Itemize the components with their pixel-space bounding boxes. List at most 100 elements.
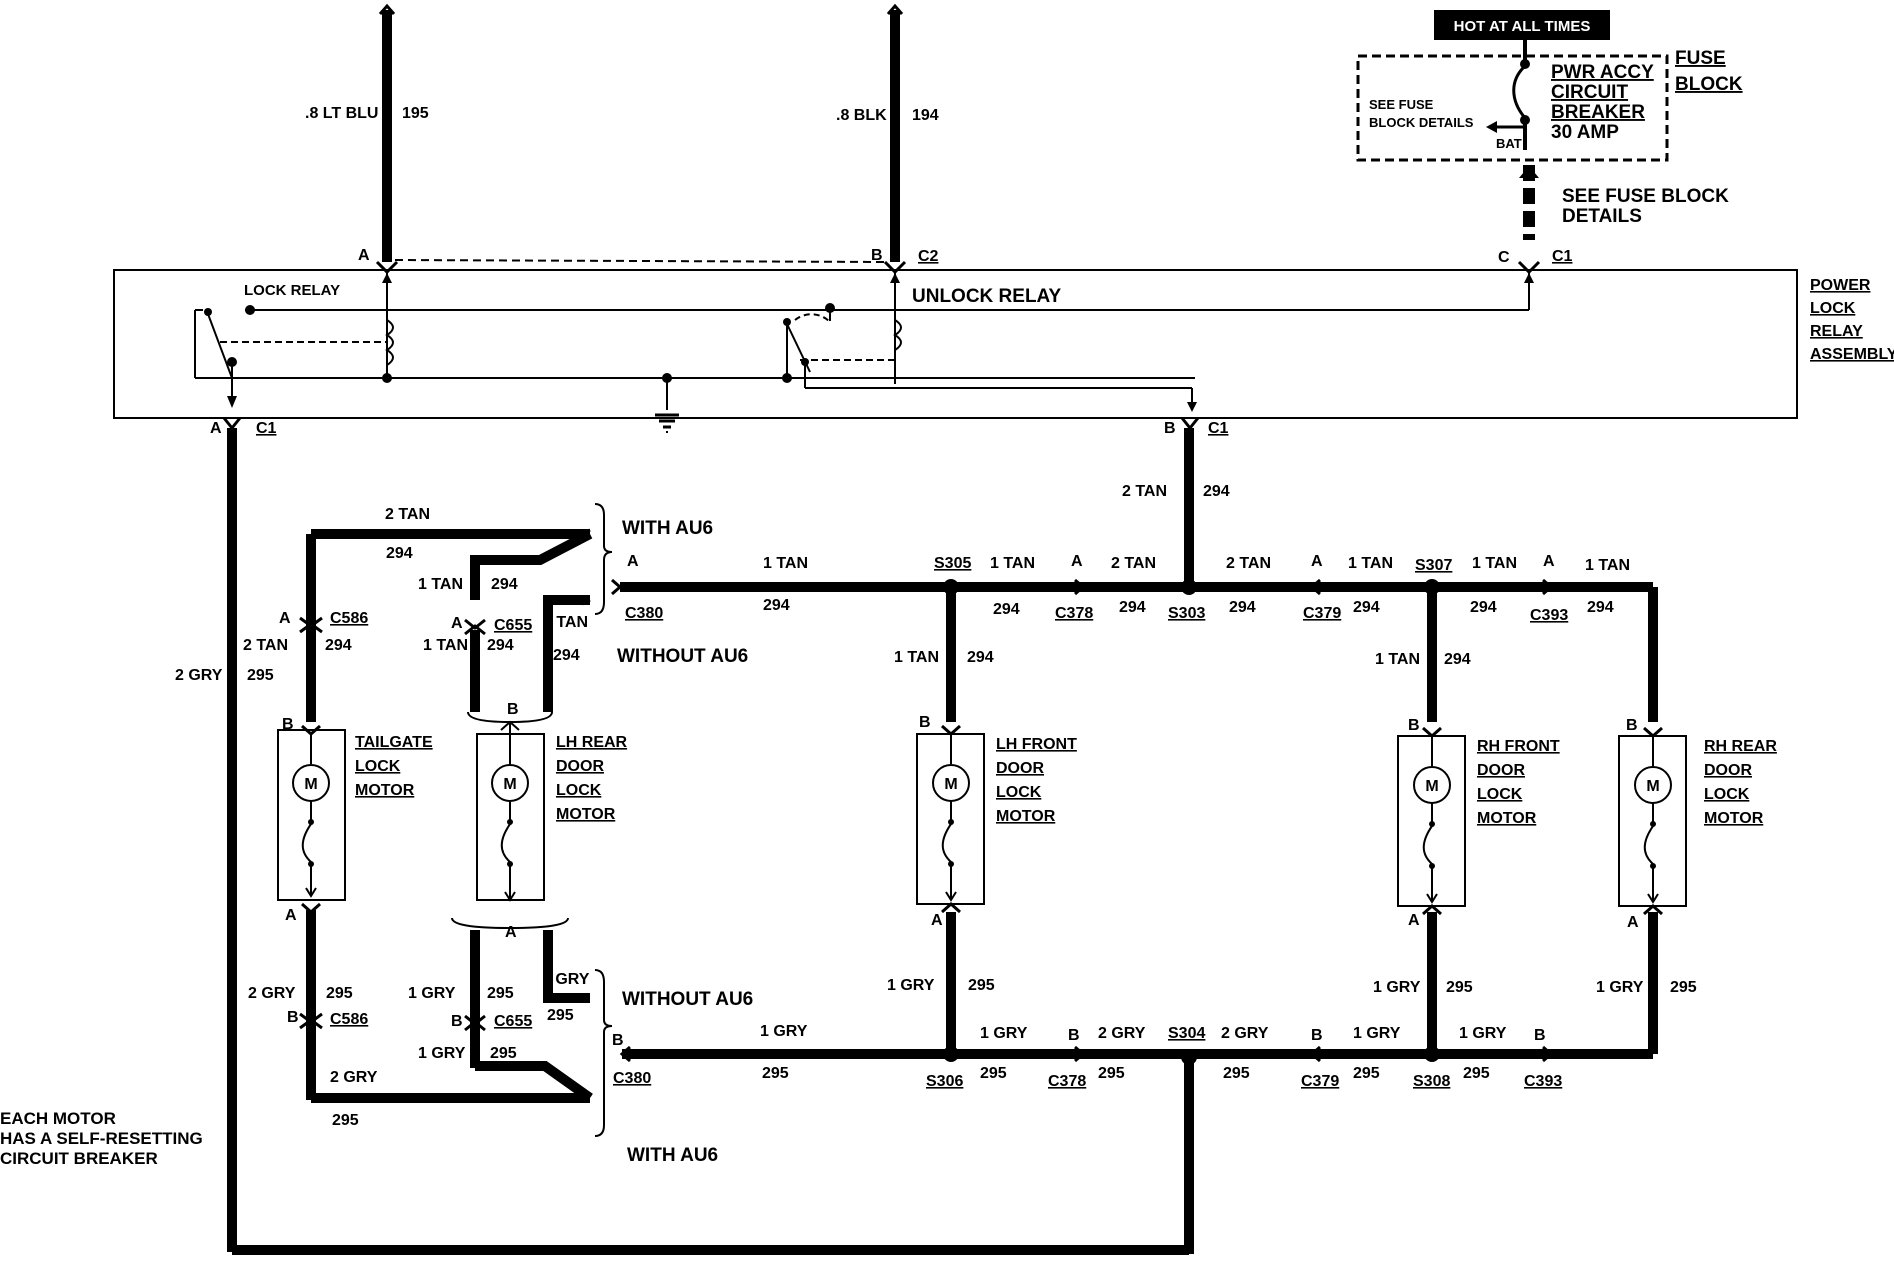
relay-assembly-title-4: ASSEMBLY — [1810, 346, 1894, 363]
power-lock-relay-assembly: A B C2 C C1 — [113, 247, 1894, 437]
circuit-breaker-icon — [301, 823, 312, 863]
gry-num: 295 — [1670, 979, 1697, 996]
tan-num: 294 — [1587, 599, 1614, 616]
c378-bottom: C378 — [1048, 1073, 1086, 1090]
motor-symbol: M — [1425, 778, 1438, 795]
wire-194-gauge: .8 BLK — [836, 107, 887, 124]
relay-assembly-title-3: RELAY — [1810, 323, 1863, 340]
gry-label: 1 GRY — [418, 1045, 466, 1062]
wire-294-main-num: 294 — [1203, 483, 1230, 500]
tan-label: 2 TAN — [1226, 555, 1271, 572]
gry-num: 295 — [547, 1007, 574, 1024]
gry-label: 1 GRY — [1373, 979, 1421, 996]
pin-b: B — [1626, 717, 1638, 734]
motor-label-2: DOOR — [1477, 762, 1525, 779]
c380-top: C380 — [625, 605, 663, 622]
c655-top: C655 — [494, 617, 532, 634]
tan-label: 2 TAN — [385, 506, 430, 523]
conn-a: A — [279, 610, 291, 627]
unlock-relay-coil-icon — [893, 319, 902, 351]
gry-label: 1 GRY — [1596, 979, 1644, 996]
hot-at-all-times-label: HOT AT ALL TIMES — [1454, 18, 1591, 35]
motor-label-1: LH REAR — [556, 734, 628, 751]
c655-bottom: C655 — [494, 1013, 532, 1030]
without-au6-top: WITHOUT AU6 — [617, 646, 748, 667]
c393-top: C393 — [1530, 607, 1568, 624]
relay-conn-c1-b: C1 — [1208, 420, 1229, 437]
gry-label: 1 GRY — [408, 985, 456, 1002]
gry-num: 295 — [1098, 1065, 1125, 1082]
motor-label-4: MOTOR — [1477, 810, 1537, 827]
gry-num: 295 — [980, 1065, 1007, 1082]
breaker-rating: 30 AMP — [1551, 122, 1619, 143]
tan-labels: 2 TAN 294 2 TAN 294 1 TAN 294 1 TAN 294 … — [243, 483, 1630, 668]
motor-label-4: MOTOR — [556, 806, 616, 823]
circuit-breaker-icon — [500, 823, 511, 863]
rh-rear-door-lock-motor: B M RH REAR DOOR LOCK MOTOR — [1618, 717, 1777, 907]
tan-label: 1 TAN — [1348, 555, 1393, 572]
wire-295-main-num: 295 — [247, 667, 274, 684]
breaker-name-3: BREAKER — [1551, 102, 1645, 123]
motor-symbol: M — [304, 776, 317, 793]
tan-label: 1 TAN — [1375, 651, 1420, 668]
with-au6-top: WITH AU6 — [622, 518, 713, 539]
gry-label: 2 GRY — [1221, 1025, 1269, 1042]
motor-label-1: TAILGATE — [355, 734, 433, 751]
tan-splices — [943, 579, 1440, 595]
pin-b: B — [1311, 1027, 1323, 1044]
tan-num: 294 — [993, 601, 1020, 618]
c586-bottom: C586 — [330, 1011, 368, 1028]
tan-num: 294 — [491, 576, 518, 593]
lock-relay-coil-icon — [385, 319, 394, 366]
gry-295-circuit — [227, 428, 1658, 1255]
gry-num: 295 — [490, 1045, 517, 1062]
tan-num: 294 — [967, 649, 994, 666]
tan-label: 1 TAN — [1472, 555, 1517, 572]
c393-bottom: C393 — [1524, 1073, 1562, 1090]
bat-label: BAT — [1496, 136, 1522, 151]
relay-pin-b-top: B — [871, 247, 883, 264]
pin-b: B — [1068, 1027, 1080, 1044]
tan-num: 294 — [1444, 651, 1471, 668]
tan-num: 294 — [1119, 599, 1146, 616]
lh-front-door-lock-motor: B M LH FRONT DOOR LOCK MOTOR — [916, 714, 1077, 905]
breaker-name-2: CIRCUIT — [1551, 82, 1628, 103]
gry-label: 1 GRY — [1353, 1025, 1401, 1042]
au6-brace-lower — [594, 969, 613, 1137]
tan-label: 1 TAN — [423, 637, 468, 654]
s303: S303 — [1168, 605, 1205, 622]
motor-label-2: LOCK — [355, 758, 401, 775]
relay-conn-c1-top: C1 — [1552, 248, 1573, 265]
wire-195-number: 195 — [402, 105, 429, 122]
tan-label: 1 TAN — [990, 555, 1035, 572]
pin-b: B — [1534, 1027, 1546, 1044]
motor-symbol: M — [944, 776, 957, 793]
gry-num: 295 — [1463, 1065, 1490, 1082]
tailgate-lock-motor: B M TAILGATE LOCK MOTOR — [277, 716, 433, 901]
s306: S306 — [926, 1073, 963, 1090]
tan-connectors — [299, 528, 1554, 636]
gry-num: 295 — [762, 1065, 789, 1082]
s308: S308 — [1413, 1073, 1450, 1090]
pin-a: A — [505, 924, 517, 941]
motor-label-1: RH FRONT — [1477, 738, 1560, 755]
wire-295-main-gauge: 2 GRY — [175, 667, 223, 684]
gry-num: 295 — [1353, 1065, 1380, 1082]
rh-front-door-lock-motor: B M RH FRONT DOOR LOCK MOTOR — [1397, 717, 1560, 907]
fuse-block-title-1: FUSE — [1675, 48, 1726, 69]
conn-a: A — [1543, 553, 1555, 570]
tan-num: 294 — [553, 647, 580, 664]
motor-label-2: DOOR — [996, 760, 1044, 777]
fuse-block-outline — [1356, 54, 1669, 162]
c379-top: C379 — [1303, 605, 1341, 622]
gry-num: 295 — [332, 1112, 359, 1129]
motor-label-3: LOCK — [996, 784, 1042, 801]
c586-top: C586 — [330, 610, 368, 627]
c380-bottom: C380 — [613, 1070, 651, 1087]
pin-b: B — [919, 714, 931, 731]
motor-label-1: LH FRONT — [996, 736, 1077, 753]
motor-label-2: DOOR — [556, 758, 604, 775]
gry-label: 1 GRY — [542, 971, 590, 988]
pin-a: A — [1627, 914, 1639, 931]
